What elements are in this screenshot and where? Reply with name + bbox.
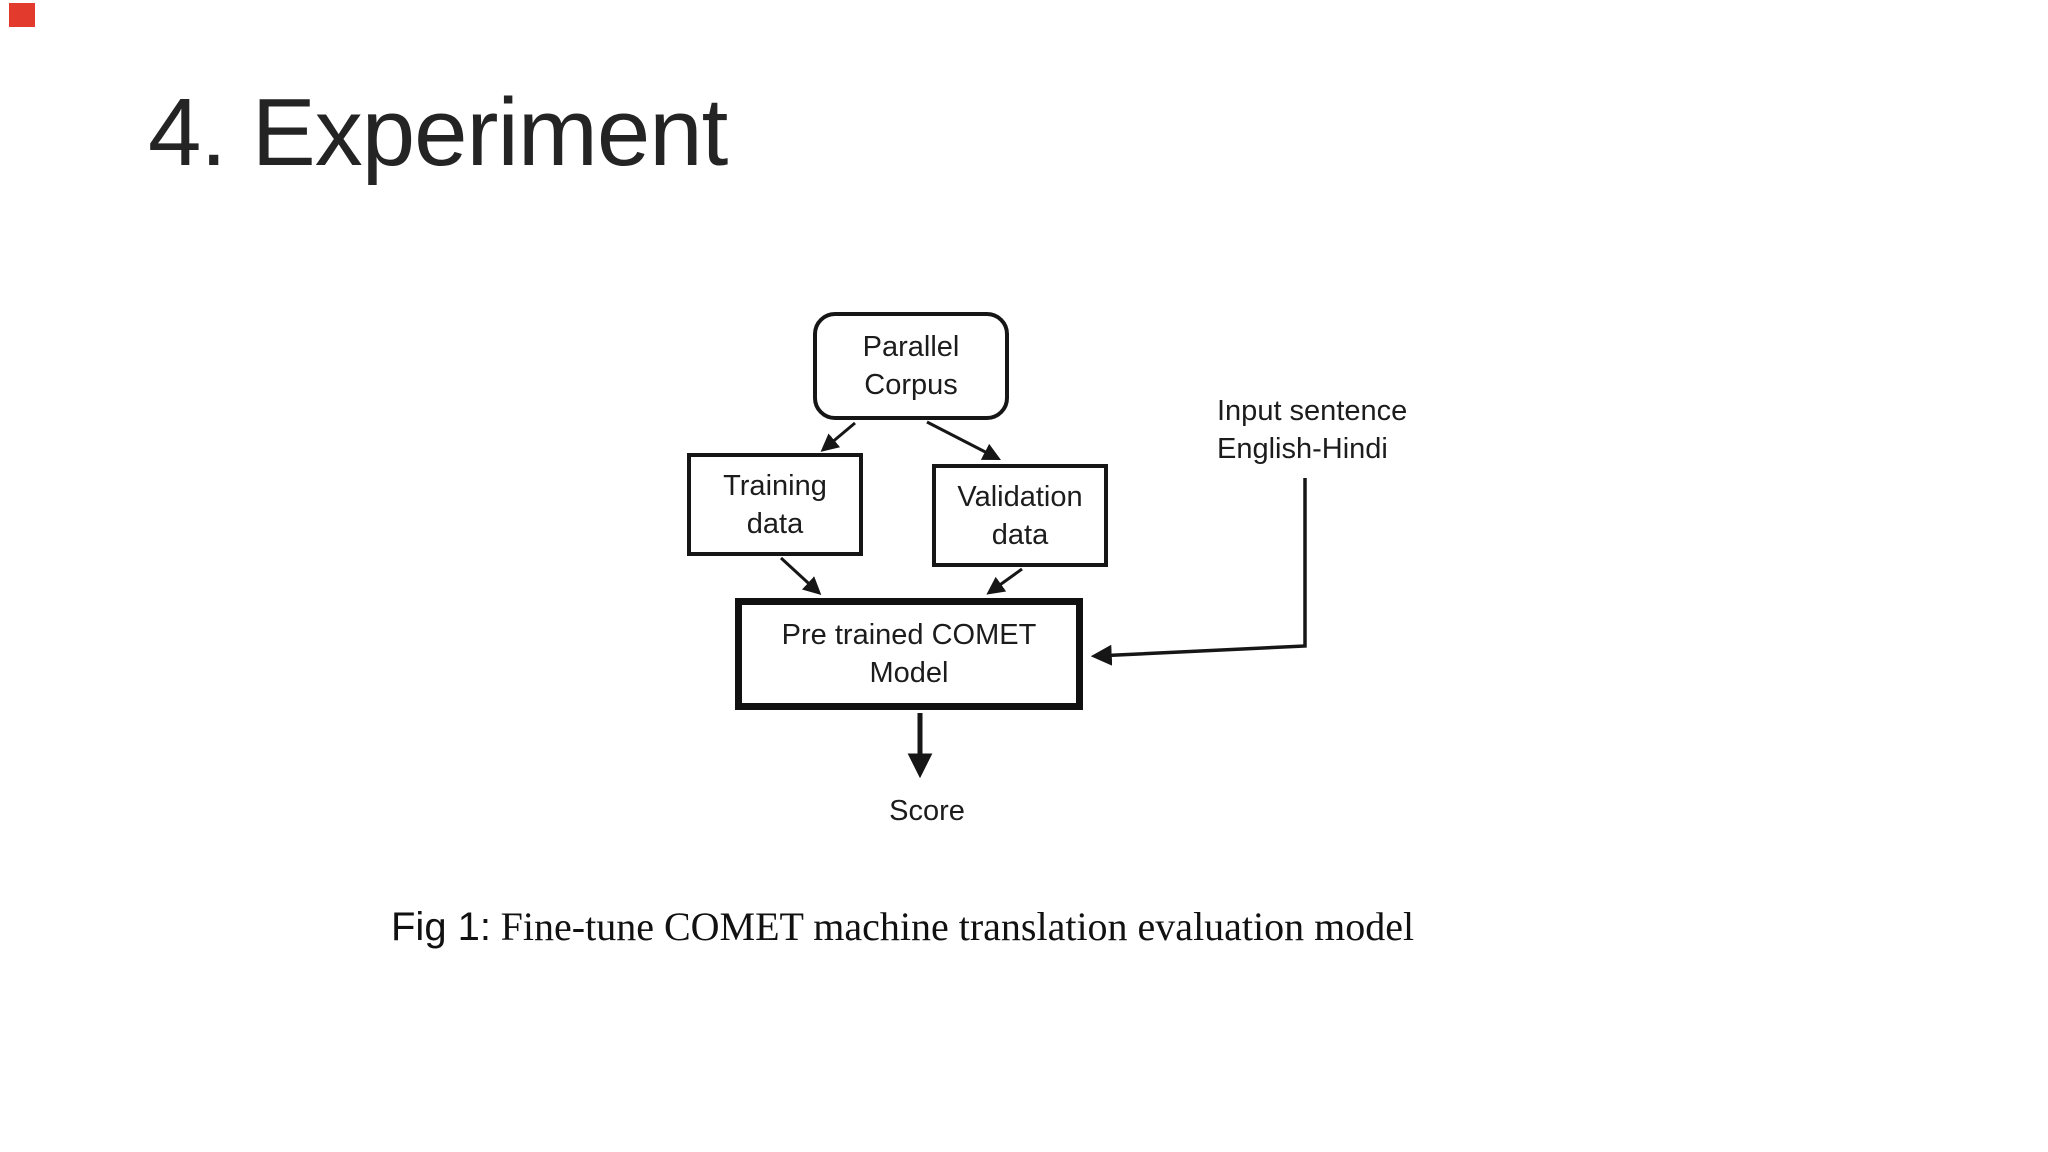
node-training-data-line1: Training [723,469,827,502]
node-parallel-corpus-line1: Parallel [862,331,960,363]
node-comet-model-line2: Model [869,657,949,689]
node-validation-data-line1: Validation [957,480,1083,513]
figure-caption-prefix: Fig 1: [391,905,492,949]
arrow-corpus-to-training [820,421,856,452]
label-input-sentence-line1: Input sentence [1217,395,1408,427]
figure-caption-text: Fine-tune COMET machine translation eval… [500,904,1415,949]
node-comet-model-line1: Pre trained COMET [781,619,1037,651]
label-input-sentence: Input sentence English-Hindi [1217,392,1407,468]
red-corner-marker [9,3,35,27]
label-score: Score [889,795,965,827]
node-parallel-corpus: Parallel Corpus [813,312,1009,420]
figure-caption: Fig 1:Fine-tune COMET machine translatio… [391,903,1414,951]
node-training-data: Training data [687,453,863,556]
arrow-training-to-comet [779,556,822,596]
arrow-validation-to-comet [986,567,1023,595]
node-parallel-corpus-line2: Corpus [864,369,958,401]
label-input-sentence-line2: English-Hindi [1217,433,1388,465]
node-comet-model: Pre trained COMET Model [735,598,1083,710]
node-validation-data-line2: data [991,518,1049,551]
node-validation-data: Validation data [932,464,1108,567]
node-training-data-line2: data [746,507,804,540]
arrow-corpus-to-validation [926,420,1002,461]
arrow-input-to-comet [1090,478,1307,666]
slide-title: 4. Experiment [148,79,728,186]
